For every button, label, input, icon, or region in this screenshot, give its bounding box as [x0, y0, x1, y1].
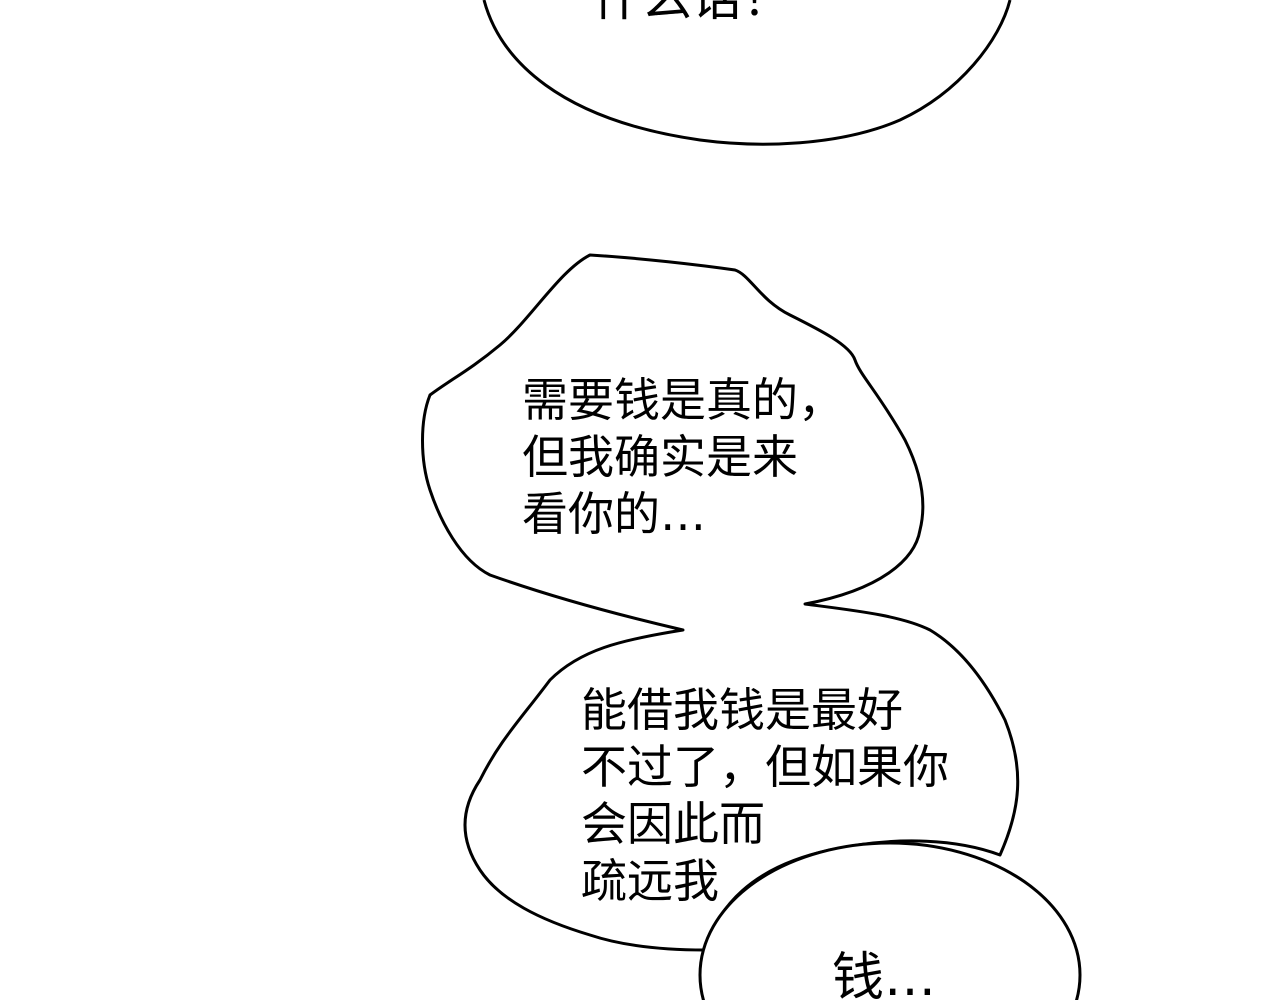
- top-speech-bubble: [482, 0, 1012, 146]
- top-bubble-text: 什么话！: [592, 0, 792, 27]
- bottom-speech-bubble: [698, 841, 1082, 1000]
- lower-bubble-text: 能借我钱是最好 不过了，但如果你 会因此而 疏远我: [581, 683, 949, 908]
- bottom-bubble-text: 钱…: [832, 948, 937, 1008]
- upper-bubble-text: 需要钱是真的， 但我确实是来 看你的…: [522, 373, 844, 541]
